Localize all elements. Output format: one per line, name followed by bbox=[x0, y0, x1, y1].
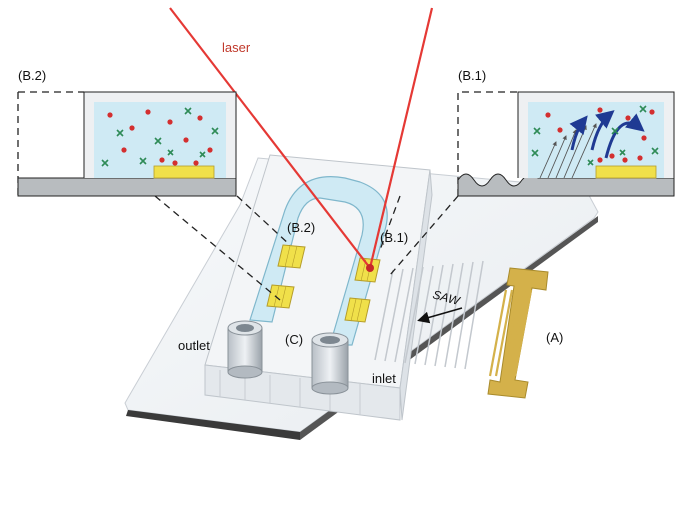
label-inlet: inlet bbox=[372, 371, 396, 386]
label-channel-b2: (B.2) bbox=[287, 220, 315, 235]
saw-direction-arrow bbox=[417, 307, 463, 324]
interdigital-transducer bbox=[487, 267, 549, 399]
inlet-port bbox=[311, 332, 349, 395]
label-laser: laser bbox=[222, 40, 251, 55]
inset-b2 bbox=[17, 91, 237, 197]
label-chamber-c: (C) bbox=[285, 332, 303, 347]
saw-ridges bbox=[374, 260, 484, 370]
label-outlet: outlet bbox=[178, 338, 210, 353]
label-inset-b1: (B.1) bbox=[458, 68, 486, 83]
label-channel-b1: (B.1) bbox=[380, 230, 408, 245]
laser-beam bbox=[169, 7, 434, 272]
fluid-channel bbox=[249, 176, 388, 346]
laser-spot bbox=[366, 264, 374, 272]
outlet-port bbox=[227, 320, 263, 379]
label-transducer-a: (A) bbox=[546, 330, 563, 345]
zoom-guide-lines bbox=[154, 195, 459, 301]
label-inset-b2: (B.2) bbox=[18, 68, 46, 83]
inset-b1 bbox=[457, 91, 675, 197]
